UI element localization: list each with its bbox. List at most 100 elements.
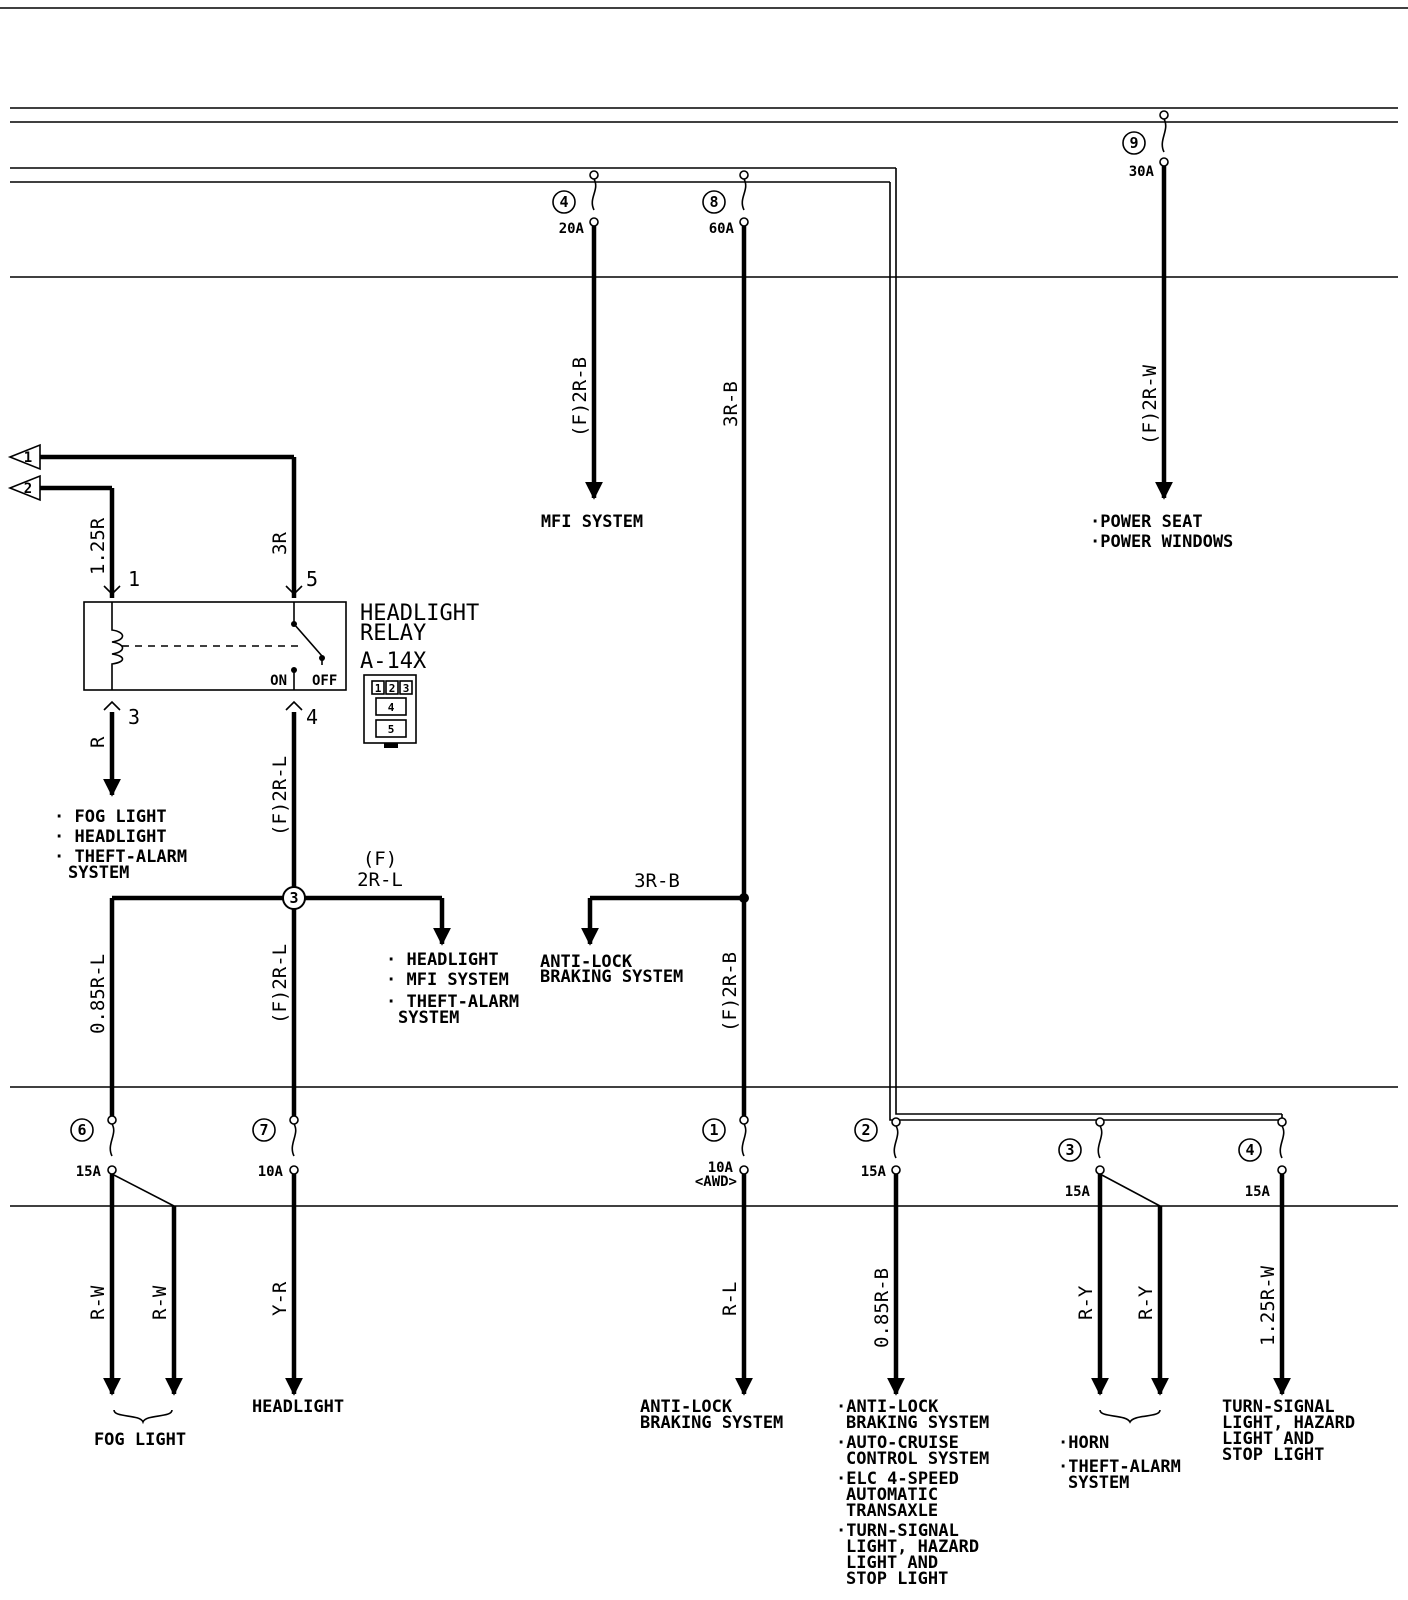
wire-label-3rb-horizontal: 3R-B bbox=[634, 870, 680, 892]
svg-text:·ELC 4-SPEED: ·ELC 4-SPEED bbox=[836, 1469, 959, 1489]
svg-text:·AUTO-CRUISE: ·AUTO-CRUISE bbox=[836, 1433, 959, 1453]
wire-label-ry-1: R-Y bbox=[1075, 1285, 1097, 1320]
svg-text:<AWD>: <AWD> bbox=[695, 1174, 737, 1190]
fuse-8-top: 8 60A bbox=[702, 170, 749, 1116]
svg-text:TURN-SIGNAL: TURN-SIGNAL bbox=[1222, 1397, 1335, 1417]
destination-multi: ·ANTI-LOCK BRAKING SYSTEM ·AUTO-CRUISE C… bbox=[836, 1397, 989, 1589]
destination-headlight-branch: · HEADLIGHT · MFI SYSTEM · THEFT-ALARM S… bbox=[386, 950, 519, 1028]
svg-text:· MFI SYSTEM: · MFI SYSTEM bbox=[386, 970, 509, 990]
fuse-7: 7 10A bbox=[252, 1115, 303, 1396]
svg-text:AUTOMATIC: AUTOMATIC bbox=[846, 1485, 938, 1505]
svg-text:LIGHT AND: LIGHT AND bbox=[1222, 1429, 1314, 1449]
fuse-number: 4 bbox=[559, 193, 568, 211]
fuse-2: 2 15A bbox=[854, 1117, 905, 1396]
svg-text:2: 2 bbox=[861, 1121, 870, 1139]
wire-label-f2rl-relay: (F)2R-L bbox=[269, 756, 291, 836]
connector-arrow-1: 1 bbox=[7, 443, 41, 471]
svg-text:10A: 10A bbox=[708, 1160, 734, 1176]
relay-connector-face: 1 2 3 4 5 bbox=[363, 674, 417, 748]
wire-label-2rl-horizontal: 2R-L bbox=[357, 869, 403, 891]
wire-label-ry-2: R-Y bbox=[1135, 1285, 1157, 1320]
svg-text:1: 1 bbox=[709, 1121, 718, 1139]
wire-label-f2rb-mfi: (F)2R-B bbox=[569, 357, 591, 437]
feed-double-line bbox=[889, 168, 1283, 1121]
destination-power-seat: ·POWER SEAT bbox=[1090, 512, 1203, 532]
wire-label-rl: R-L bbox=[719, 1282, 741, 1316]
relay-pin-3: 3 bbox=[128, 705, 140, 729]
svg-text:BRAKING SYSTEM: BRAKING SYSTEM bbox=[640, 1413, 783, 1433]
svg-text:SYSTEM: SYSTEM bbox=[398, 1008, 459, 1028]
destination-horn: ·HORN ·THEFT-ALARM SYSTEM bbox=[1058, 1433, 1181, 1493]
destination-power-windows: ·POWER WINDOWS bbox=[1090, 532, 1233, 552]
destination-turn-signal: TURN-SIGNAL LIGHT, HAZARD LIGHT AND STOP… bbox=[1222, 1397, 1355, 1465]
wire-label-f2rb-lower: (F)2R-B bbox=[719, 952, 741, 1032]
svg-text:ANTI-LOCK: ANTI-LOCK bbox=[640, 1397, 733, 1417]
svg-text:· THEFT-ALARM: · THEFT-ALARM bbox=[386, 992, 519, 1012]
svg-text:BRAKING SYSTEM: BRAKING SYSTEM bbox=[846, 1413, 989, 1433]
svg-text:3: 3 bbox=[403, 682, 410, 695]
svg-text:4: 4 bbox=[1245, 1141, 1254, 1159]
svg-text:· HEADLIGHT: · HEADLIGHT bbox=[54, 827, 167, 847]
wire-label-rw-1: R-W bbox=[87, 1285, 109, 1320]
destination-headlight: HEADLIGHT bbox=[252, 1397, 344, 1417]
wire-label-085rl: 0.85R-L bbox=[87, 954, 109, 1034]
svg-text:15A: 15A bbox=[861, 1164, 887, 1180]
relay-state-off: OFF bbox=[312, 673, 337, 689]
relay-pin-1: 1 bbox=[128, 567, 140, 591]
svg-text:ANTI-LOCK: ANTI-LOCK bbox=[540, 952, 633, 972]
svg-text:3: 3 bbox=[1065, 1141, 1074, 1159]
fuse-1: 1 10A <AWD> bbox=[695, 1115, 753, 1396]
wire-label-125rw: 1.25R-W bbox=[1257, 1265, 1279, 1346]
svg-text:7: 7 bbox=[259, 1121, 268, 1139]
bottom-bus-bars bbox=[10, 1086, 1398, 1207]
svg-text:·HORN: ·HORN bbox=[1058, 1433, 1109, 1453]
wire-label-f2rl-lower: (F)2R-L bbox=[269, 944, 291, 1024]
fuse-6: 6 15A bbox=[70, 1115, 183, 1396]
svg-text:SYSTEM: SYSTEM bbox=[68, 863, 129, 883]
svg-text:10A: 10A bbox=[258, 1164, 284, 1180]
wire-label-3rb-vertical: 3R-B bbox=[720, 381, 742, 427]
svg-text:· FOG LIGHT: · FOG LIGHT bbox=[54, 807, 167, 827]
svg-text:15A: 15A bbox=[76, 1164, 102, 1180]
wire-label-1-25r: 1.25R bbox=[87, 517, 109, 575]
fuse-rating: 20A bbox=[559, 221, 585, 237]
svg-text:LIGHT AND: LIGHT AND bbox=[846, 1553, 938, 1573]
svg-text:TRANSAXLE: TRANSAXLE bbox=[846, 1501, 938, 1521]
svg-text:15A: 15A bbox=[1245, 1184, 1271, 1200]
brace-horn bbox=[1099, 1409, 1161, 1424]
destination-abs-upper: ANTI-LOCK BRAKING SYSTEM bbox=[540, 952, 683, 987]
wire-label-085rb: 0.85R-B bbox=[871, 1268, 893, 1348]
wire-label-r: R bbox=[87, 736, 109, 748]
svg-text:· HEADLIGHT: · HEADLIGHT bbox=[386, 950, 499, 970]
relay-pin-4: 4 bbox=[306, 705, 318, 729]
junction-3: 3 bbox=[282, 886, 306, 910]
svg-text:2: 2 bbox=[24, 481, 32, 497]
svg-text:LIGHT, HAZARD: LIGHT, HAZARD bbox=[846, 1537, 979, 1557]
svg-text:15A: 15A bbox=[1065, 1184, 1091, 1200]
svg-text:1: 1 bbox=[375, 682, 382, 695]
wire-label-rw-2: R-W bbox=[149, 1285, 171, 1320]
svg-text:BRAKING SYSTEM: BRAKING SYSTEM bbox=[540, 967, 683, 987]
wire-label-f-top: (F) bbox=[363, 848, 397, 870]
relay-title: HEADLIGHT bbox=[360, 601, 479, 626]
fuse-rating: 60A bbox=[709, 221, 735, 237]
destination-abs-lower: ANTI-LOCK BRAKING SYSTEM bbox=[640, 1397, 783, 1433]
relay-state-on: ON bbox=[270, 673, 287, 689]
wire-label-3r: 3R bbox=[269, 532, 291, 555]
svg-text:CONTROL SYSTEM: CONTROL SYSTEM bbox=[846, 1449, 989, 1469]
relay-pin-5: 5 bbox=[306, 567, 318, 591]
wire-label-f2rw: (F)2R-W bbox=[1139, 364, 1161, 445]
svg-text:· THEFT-ALARM: · THEFT-ALARM bbox=[54, 847, 187, 867]
svg-text:STOP LIGHT: STOP LIGHT bbox=[1222, 1445, 1324, 1465]
fuse-4-top: 4 20A bbox=[552, 170, 603, 500]
wire-label-yr: Y-R bbox=[269, 1281, 291, 1316]
svg-text:·TURN-SIGNAL: ·TURN-SIGNAL bbox=[836, 1521, 959, 1541]
fuse-number: 9 bbox=[1129, 134, 1138, 152]
fuse-rating: 30A bbox=[1129, 164, 1155, 180]
svg-text:5: 5 bbox=[388, 723, 395, 736]
fuse-9-top: 9 30A bbox=[1122, 110, 1173, 500]
svg-text:·THEFT-ALARM: ·THEFT-ALARM bbox=[1058, 1457, 1181, 1477]
destination-relay-output: · FOG LIGHT · HEADLIGHT · THEFT-ALARM SY… bbox=[54, 807, 187, 883]
svg-text:4: 4 bbox=[388, 701, 395, 714]
